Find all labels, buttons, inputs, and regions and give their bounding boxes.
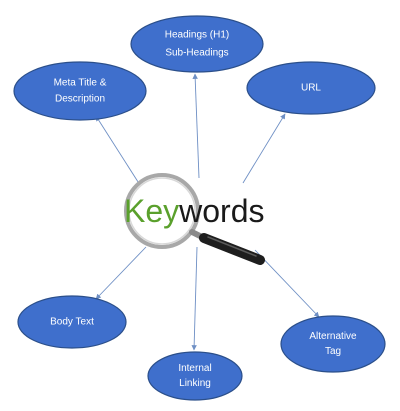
node-label-alternative-tag: Tag bbox=[325, 346, 341, 357]
lens-inner-ring bbox=[128, 177, 196, 245]
node-label-body-text: Body Text bbox=[50, 317, 94, 328]
keywords-title: Keywords bbox=[124, 193, 265, 229]
arrow-to-url bbox=[242, 113, 286, 184]
node-label-url: URL bbox=[301, 83, 321, 94]
node-label-headings: Sub-Headings bbox=[165, 48, 228, 59]
node-label-meta: Meta Title & bbox=[54, 78, 107, 89]
magnifying-glass-icon bbox=[124, 173, 265, 265]
handle-highlight bbox=[207, 236, 257, 257]
node-body-text: Body Text bbox=[17, 295, 127, 349]
node-meta: Meta Title & Description bbox=[13, 61, 147, 121]
arrow-to-alternative-tag bbox=[254, 249, 320, 318]
keyword-part-key: Key bbox=[124, 193, 179, 229]
handle-grip bbox=[199, 233, 265, 265]
arrow-to-headings bbox=[192, 73, 200, 179]
arrow-to-meta bbox=[95, 115, 141, 186]
arrow-to-internal-linking bbox=[191, 246, 198, 351]
node-shape-headings bbox=[130, 15, 264, 73]
node-shape-internal-linking bbox=[147, 351, 243, 401]
arrow-to-body-text bbox=[95, 246, 147, 300]
node-shape-alternative-tag bbox=[280, 315, 386, 373]
node-label-internal-linking: Internal bbox=[178, 363, 211, 374]
node-label-headings: Headings (H1) bbox=[165, 30, 229, 41]
node-url: URL bbox=[246, 61, 376, 115]
node-headings: Headings (H1) Sub-Headings bbox=[130, 15, 264, 73]
node-shape-meta bbox=[13, 61, 147, 121]
node-label-meta: Description bbox=[55, 94, 105, 105]
node-shape-url bbox=[246, 61, 376, 115]
node-label-alternative-tag: Alternative bbox=[309, 331, 357, 342]
node-shape-body-text bbox=[17, 295, 127, 349]
node-label-internal-linking: Linking bbox=[179, 378, 211, 389]
keyword-part-words: words bbox=[178, 193, 264, 229]
lens-ring bbox=[124, 173, 200, 249]
edges bbox=[95, 73, 320, 351]
